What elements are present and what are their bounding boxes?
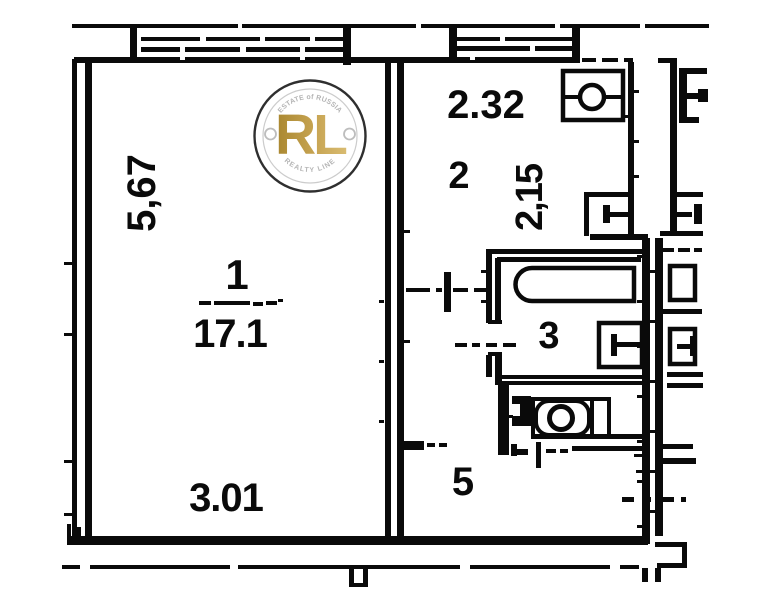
svg-text:1: 1 — [225, 251, 248, 298]
svg-text:17.1: 17.1 — [193, 312, 268, 356]
svg-text:3.01: 3.01 — [189, 476, 264, 520]
svg-text:3: 3 — [538, 315, 559, 357]
svg-text:5,67: 5,67 — [120, 154, 164, 232]
svg-text:5: 5 — [452, 460, 474, 504]
svg-text:RL: RL — [275, 103, 347, 167]
svg-text:2.32: 2.32 — [447, 83, 525, 127]
svg-text:2,15: 2,15 — [509, 163, 551, 231]
svg-text:2: 2 — [448, 155, 469, 197]
